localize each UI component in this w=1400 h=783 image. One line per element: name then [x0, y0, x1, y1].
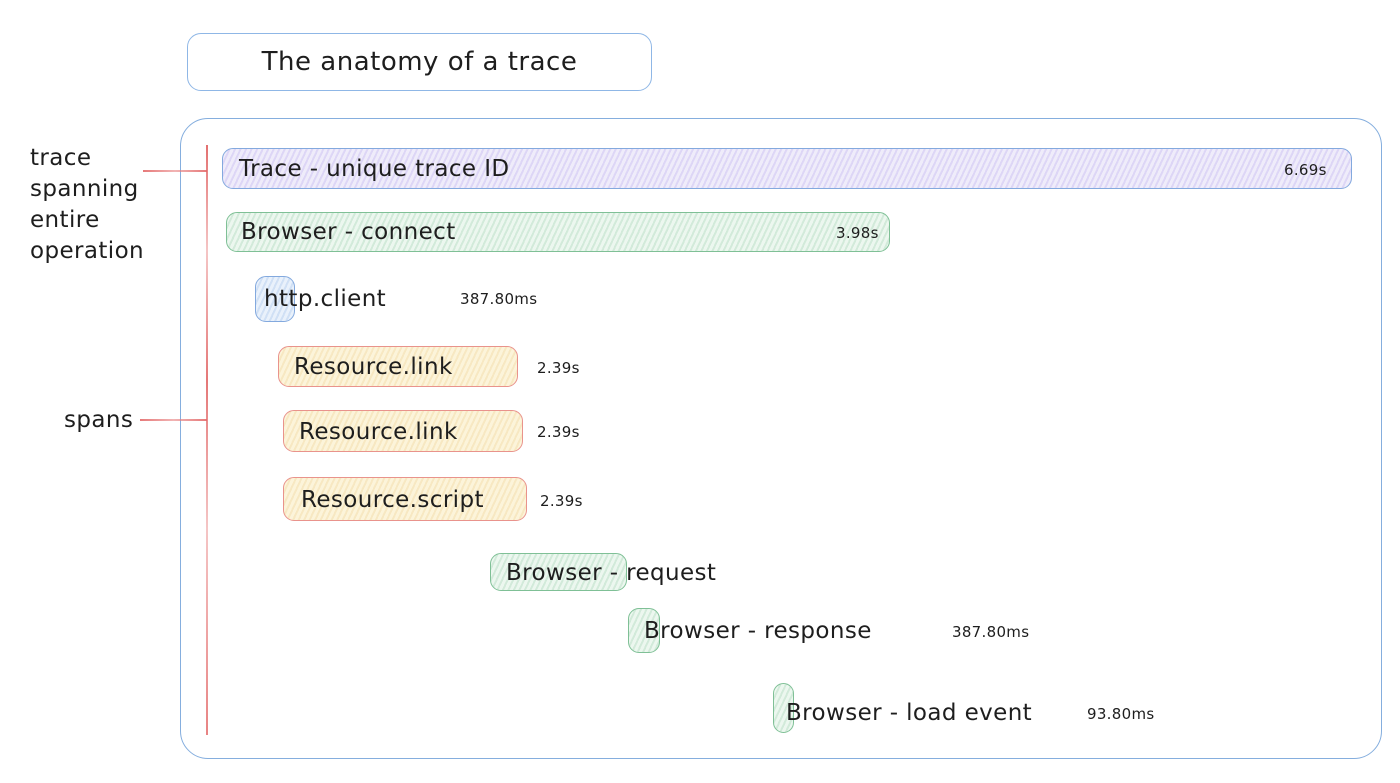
span-box-http-client — [255, 276, 295, 322]
span-box-resource-link-2 — [283, 410, 523, 452]
browser-response-duration: 387.80ms — [952, 623, 1030, 641]
trace-bar — [222, 148, 1352, 189]
http-client-duration: 387.80ms — [460, 290, 538, 308]
span-bar-browser-connect — [226, 212, 890, 252]
resource-script-duration: 2.39s — [540, 492, 583, 510]
browser-request-label: Browser - request — [506, 560, 717, 586]
trace-annotation-label: trace spanning entire operation — [30, 145, 145, 264]
resource-link-2-duration: 2.39s — [537, 423, 580, 441]
browser-load-event-duration: 93.80ms — [1087, 705, 1155, 723]
resource-link-2-label: Resource.link — [299, 419, 458, 445]
resource-link-1-duration: 2.39s — [537, 359, 580, 377]
trace-annotation-connector — [143, 170, 207, 172]
spans-bracket-line — [206, 145, 208, 735]
span-box-browser-response — [628, 608, 660, 653]
http-client-label: http.client — [264, 286, 387, 312]
spans-annotation-label: spans — [64, 407, 134, 433]
trace-duration: 6.69s — [1284, 161, 1327, 179]
span-box-resource-link-1 — [278, 346, 518, 387]
browser-load-event-label: Browser - load event — [786, 700, 1033, 726]
browser-response-label: Browser - response — [644, 618, 872, 644]
trace-bar-label: Trace - unique trace ID — [239, 156, 510, 182]
browser-connect-label: Browser - connect — [241, 219, 456, 245]
resource-script-label: Resource.script — [301, 487, 484, 513]
span-box-resource-script — [283, 477, 527, 521]
diagram-title: The anatomy of a trace — [261, 47, 578, 77]
span-box-browser-load-event — [773, 683, 794, 733]
span-box-browser-request — [490, 553, 627, 591]
spans-annotation-connector — [140, 419, 207, 421]
trace-container — [180, 118, 1382, 759]
title-box: The anatomy of a trace — [187, 33, 652, 91]
resource-link-1-label: Resource.link — [294, 354, 453, 380]
browser-connect-duration: 3.98s — [836, 224, 879, 242]
